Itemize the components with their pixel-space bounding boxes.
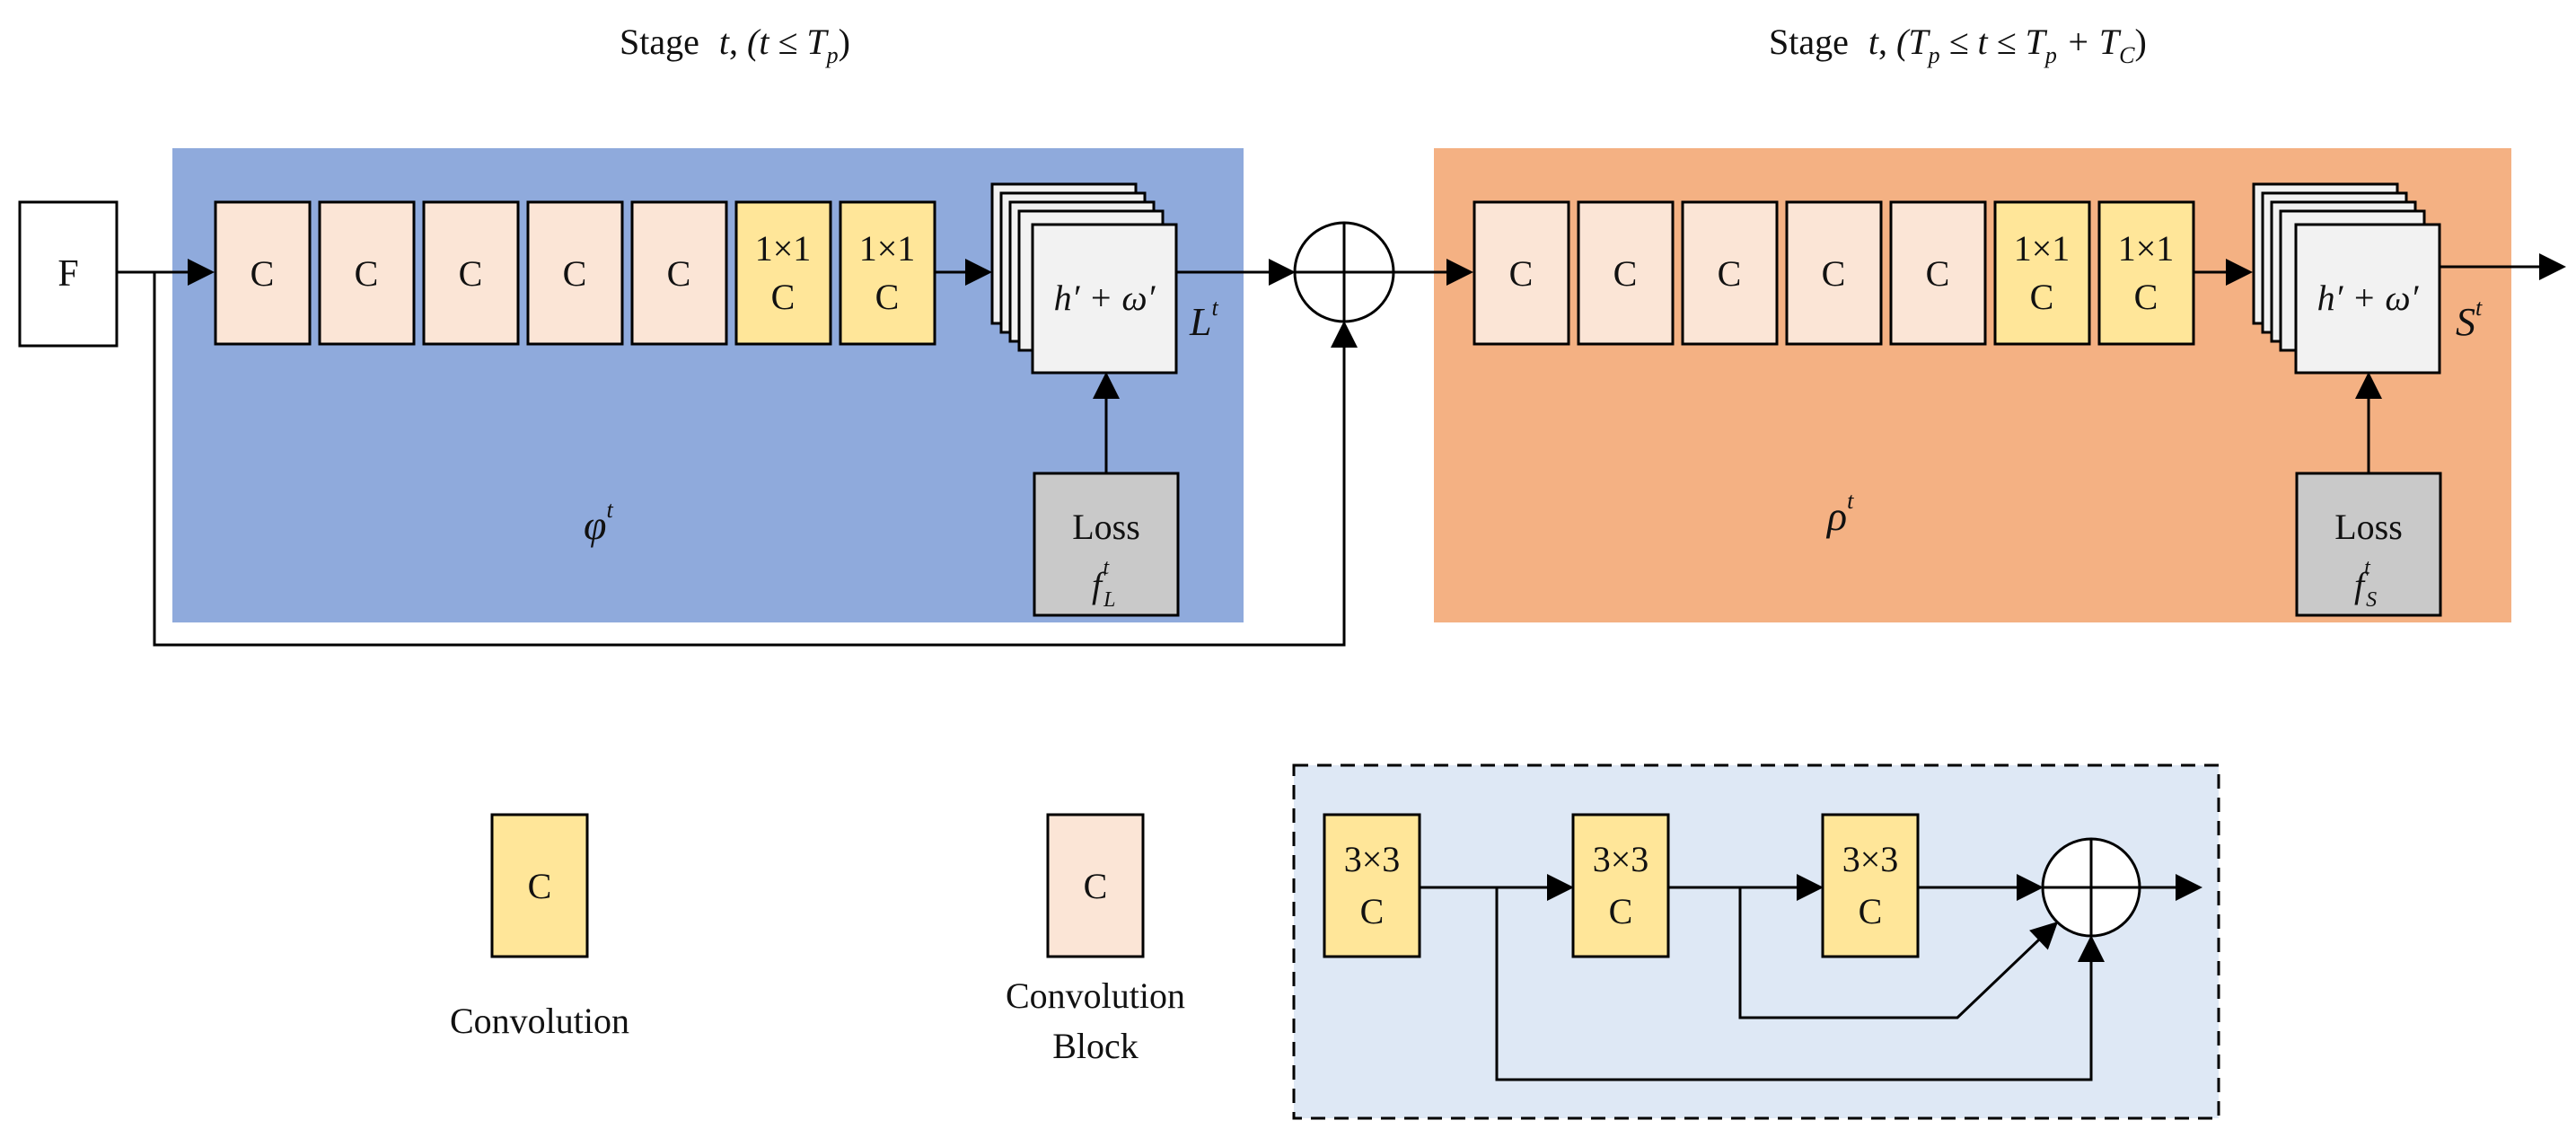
conv-block bbox=[1785, 200, 1883, 346]
stage1-output-label: Lt bbox=[1189, 295, 1218, 344]
conv-block bbox=[1577, 200, 1675, 346]
conv-block bbox=[1473, 200, 1570, 346]
conv-1x1 bbox=[1993, 200, 2091, 346]
legend-conv-label: Convolution bbox=[450, 1001, 629, 1041]
legend-block-label-line1: Convolution bbox=[1006, 975, 1185, 1016]
legend-block-label-line2: Block bbox=[1052, 1026, 1139, 1066]
legend-block-swatch bbox=[1046, 813, 1145, 958]
conv-label: C bbox=[2030, 277, 2054, 317]
stage1-head-stack bbox=[990, 182, 1178, 375]
conv-block bbox=[526, 200, 624, 346]
conv-size-label: 1×1 bbox=[2118, 228, 2175, 269]
conv-1x1 bbox=[2097, 200, 2195, 346]
detail-skip-inner bbox=[1738, 887, 2059, 1019]
conv-block-label: C bbox=[1926, 253, 1950, 294]
detail-panel bbox=[1292, 763, 2220, 1120]
stage1-head-label: h′ + ω′ bbox=[1054, 278, 1156, 318]
conv-size-label: 3×3 bbox=[1593, 839, 1649, 879]
detail-sum-node bbox=[2041, 837, 2141, 938]
conv-block bbox=[422, 200, 520, 346]
conv-block bbox=[1681, 200, 1779, 346]
input-label: F bbox=[57, 253, 78, 295]
conv-block-label: C bbox=[667, 253, 691, 294]
conv-label: C bbox=[1609, 891, 1633, 931]
conv-label: C bbox=[875, 277, 900, 317]
conv-size-label: 3×3 bbox=[1344, 839, 1401, 879]
conv-size-label: 3×3 bbox=[1842, 839, 1899, 879]
stage1-loss-label: Loss bbox=[1072, 507, 1140, 547]
detail-convs bbox=[1323, 813, 1920, 958]
legend-block-swatch-label: C bbox=[1084, 866, 1108, 906]
stage1-loss-box bbox=[1033, 472, 1180, 617]
stage1-conv-blocks bbox=[214, 200, 936, 346]
conv-block-label: C bbox=[1718, 253, 1742, 294]
conv-block bbox=[214, 200, 312, 346]
conv-block-label: C bbox=[1613, 253, 1638, 294]
conv-size-label: 1×1 bbox=[859, 228, 916, 269]
conv-block bbox=[318, 200, 416, 346]
conv-block-label: C bbox=[563, 253, 587, 294]
conv-label: C bbox=[1360, 891, 1385, 931]
conv-3x3 bbox=[1323, 813, 1421, 958]
conv-block bbox=[1889, 200, 1987, 346]
conv-3x3 bbox=[1571, 813, 1670, 958]
conv-label: C bbox=[1859, 891, 1883, 931]
conv-1x1 bbox=[734, 200, 832, 346]
conv-3x3 bbox=[1821, 813, 1920, 958]
stage1-phi: φt bbox=[584, 497, 613, 548]
stage2-loss-label: Loss bbox=[2334, 507, 2403, 547]
conv-block-label: C bbox=[1822, 253, 1846, 294]
sum-node bbox=[1293, 221, 1395, 323]
conv-size-label: 1×1 bbox=[755, 228, 812, 269]
skip-connection bbox=[153, 272, 1358, 647]
legend-conv-swatch-label: C bbox=[528, 866, 552, 906]
conv-1x1 bbox=[839, 200, 936, 346]
stage2-head-label: h′ + ω′ bbox=[2317, 278, 2420, 318]
conv-block-label: C bbox=[1509, 253, 1534, 294]
conv-block-label: C bbox=[355, 253, 379, 294]
stage2-conv-blocks bbox=[1473, 200, 2195, 346]
conv-block bbox=[630, 200, 728, 346]
detail-skip-outer bbox=[1495, 887, 2105, 1081]
conv-label: C bbox=[771, 277, 796, 317]
conv-block-label: C bbox=[459, 253, 483, 294]
stage2-output-label: St bbox=[2456, 295, 2483, 344]
legend-conv-swatch bbox=[490, 813, 589, 958]
conv-label: C bbox=[2134, 277, 2158, 317]
input-box bbox=[18, 200, 119, 348]
conv-block-label: C bbox=[251, 253, 275, 294]
conv-size-label: 1×1 bbox=[2014, 228, 2070, 269]
stage2-rho: ρt bbox=[1825, 488, 1854, 539]
